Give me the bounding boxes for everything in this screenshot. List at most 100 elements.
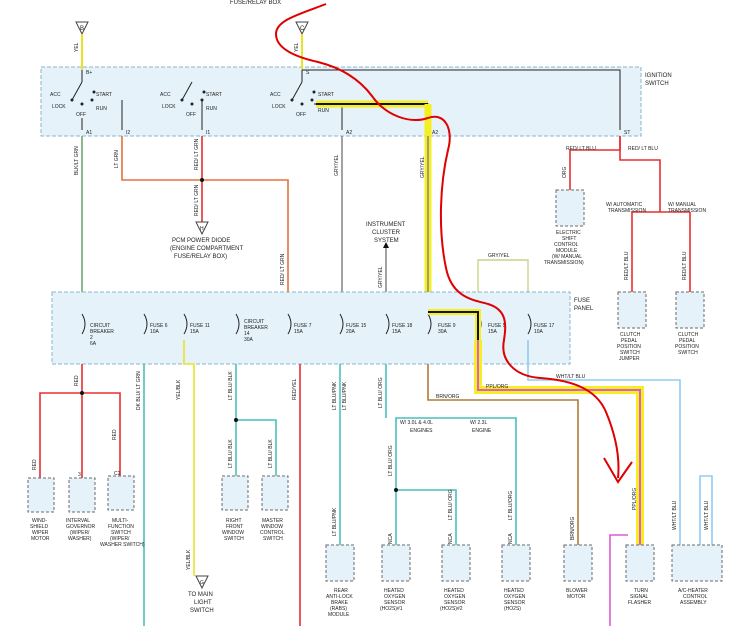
cluster-line3: SYSTEM: [374, 238, 399, 244]
comp6-l1: HEATED: [384, 588, 404, 594]
bus-start: [302, 69, 621, 130]
fuse-15-l2: 20A: [346, 329, 356, 335]
wire-st-shift: [569, 136, 621, 190]
triangle-c-marker: [295, 21, 309, 36]
electric-shift-module: [555, 189, 585, 227]
terminal-bplus: B+: [86, 70, 92, 76]
fuse-5-l2: 15A: [488, 329, 498, 335]
comp10-l3: FLASHER: [628, 600, 651, 606]
comp8-l2: OXYGEN: [504, 594, 526, 600]
pcm-diode-triangle-label: H: [200, 226, 204, 232]
fuse-cb2-l4: 6A: [90, 341, 97, 347]
nca-label-1: NCA: [388, 533, 394, 544]
triangle-b-label: B: [80, 26, 84, 32]
comp5-l5: MODULE: [328, 612, 350, 618]
comp9-l2: MOTOR: [567, 594, 586, 600]
ltblupnk-label-2: LT BLU/PNK: [342, 381, 348, 410]
comp4-l2: WINDOW: [261, 524, 283, 530]
nca-label-3: NCA: [508, 533, 514, 544]
out-a2b: A2: [432, 130, 438, 136]
fuse-6-l1: FUSE 6: [150, 323, 168, 329]
wire-i2-ltgrn: [121, 136, 289, 300]
wire-fuse9-brnorg: [427, 364, 579, 545]
component-heated-o2-sensor-2: HEATED OXYGEN SENSOR (HO2S)#2: [440, 544, 471, 612]
comp2-l5: WASHER SWITCH): [100, 542, 145, 548]
fuse-cb2-l3: 2: [90, 335, 93, 341]
comp10-l2: SIGNAL: [630, 594, 649, 600]
ltbluorg-label-2: LT BLU/ ORG: [388, 445, 394, 476]
clutch-switch-l3: POSITION: [675, 344, 699, 350]
ltbluorg-label-3: LT BLU/ ORG: [448, 489, 454, 520]
fuse-6: FUSE 6 10A: [143, 313, 168, 335]
comp2-l4: (WIPER/: [110, 536, 130, 542]
comp9-l1: BLOWER: [566, 588, 588, 594]
pos-lock-3: LOCK: [272, 104, 286, 110]
fuse-5-l1: FUSE 5: [488, 323, 506, 329]
shift-line2: SHIFT: [562, 236, 576, 242]
light-switch-triangle: [195, 575, 209, 590]
comp8-l1: HEATED: [504, 588, 524, 594]
cluster-line2: CLUSTER: [372, 230, 401, 236]
fuse-7-l1: FUSE 7: [294, 323, 312, 329]
clutch-wire-1-label: RED/LT BLU: [624, 251, 630, 280]
comp4-l4: SWITCH: [263, 536, 283, 542]
trans-auto-1: W/ AUTOMATIC: [606, 202, 643, 208]
comp4-l1: MASTER: [262, 518, 283, 524]
splice-cb14: [234, 418, 238, 422]
comp1-l2: GOVERNOR: [66, 524, 96, 530]
nca-label-2: NCA: [448, 533, 454, 544]
comp2-l2: FUNCTION: [108, 524, 134, 530]
pos-run-1: RUN: [96, 106, 107, 112]
triangle-b-marker: [75, 21, 89, 36]
terminal-s: S: [306, 70, 310, 76]
out-i1: I1: [206, 130, 210, 136]
ltblublk-label-3: LT BLU/ BLK: [268, 439, 274, 468]
comp5-l1: REAR: [334, 588, 348, 594]
whtltblu-label-1: WHT/LT BLU: [556, 374, 586, 380]
splice-o2: [394, 488, 398, 492]
fuse-cb2-l2: BREAKER: [90, 329, 114, 335]
wire-o2-bus: [395, 417, 517, 545]
clutch-wire-2-label: RED/LT BLU: [682, 251, 688, 280]
wire-fuse17-whtltblu: [527, 340, 681, 545]
comp2-l1: MULTI-: [112, 518, 129, 524]
shift-line1: ELECTRIC: [556, 230, 581, 236]
red-label-3: RED: [112, 429, 118, 440]
component-turn-signal-flasher: TURN SIGNAL FLASHER: [625, 544, 655, 606]
pos-run-2: RUN: [206, 106, 217, 112]
fuse-17-l2: 10A: [534, 329, 544, 335]
fuse-cb14-l3: 14: [244, 331, 250, 337]
wire-fuse5-pplorg: [477, 340, 641, 545]
jumper-l4: SWITCH: [620, 350, 640, 356]
pplorg-label-1: PPL/ORG: [486, 384, 508, 390]
light-switch-l3: SWITCH: [190, 608, 214, 614]
fuse-9-l1: FUSE 9: [438, 323, 456, 329]
fuse-11-l2: 15A: [190, 329, 200, 335]
pplorg-label-2: PPL/ORG: [632, 488, 638, 510]
out-st: ST: [624, 130, 630, 136]
c2-label: C2: [114, 471, 121, 477]
comp5-l3: BRAKE: [331, 600, 349, 606]
pcm-diode-triangle: [195, 221, 209, 236]
ltbluorg-label-4: LT BLU/ORG: [508, 491, 514, 520]
wire-ac-loop: [699, 475, 713, 545]
trans-auto-2: TRANSMISSION: [608, 208, 646, 214]
clutch-jumper-component: [617, 291, 647, 329]
component-interval-governor: INTERVAL GOVERNOR (WIPER/ WASHER): [66, 477, 96, 542]
st-wire-label-1: RED/ LT BLU: [566, 146, 596, 152]
switch-section-1: ACC LOCK OFF RUN START: [50, 70, 112, 118]
splice-i1: [200, 178, 204, 182]
fuse-9-l2: 30A: [438, 329, 448, 335]
fuse-cb2: CIRCUIT BREAKER 2 6A: [81, 313, 114, 347]
redyel-label: RED/YEL: [292, 378, 298, 400]
pin3-label: 3: [78, 472, 81, 478]
out-a2a: A2: [346, 130, 352, 136]
shift-line3: CONTROL: [554, 242, 579, 248]
ignition-switch-label-1: IGNITION: [645, 73, 672, 79]
pos-acc-1: ACC: [50, 92, 61, 98]
comp5-l2: ANTI-LOCK: [326, 594, 353, 600]
fuse-18: FUSE 18 15A: [385, 313, 413, 335]
clutch-switch-component: [675, 291, 705, 329]
engines-a-1: W/ 3.0L & 4.0L: [400, 420, 433, 426]
comp7-l1: HEATED: [444, 588, 464, 594]
